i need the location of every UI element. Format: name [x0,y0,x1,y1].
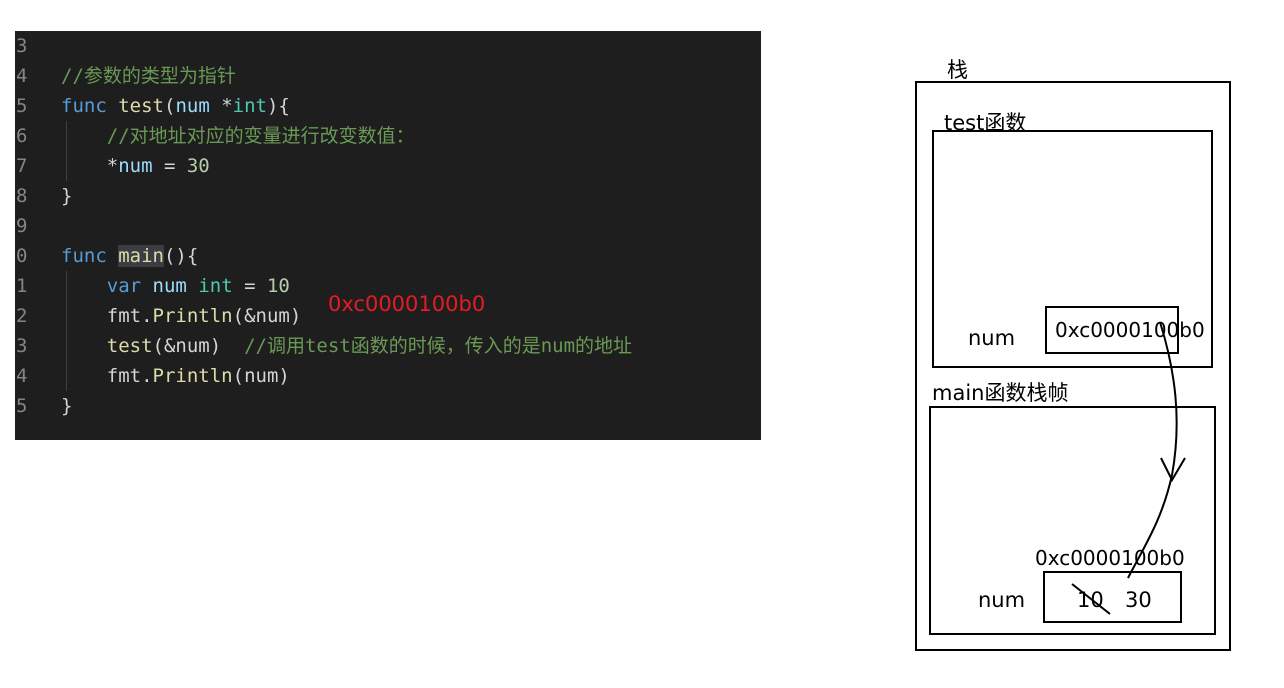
code-text: *num = 30 [61,151,210,181]
code-token: var [106,275,142,297]
line-number: 4 [16,365,28,387]
code-token: main [118,245,164,267]
code-token: } [61,395,73,417]
main-num-address: 0xc0000100b0 [1035,546,1185,570]
code-text: //对地址对应的变量进行改变数值： [61,121,415,151]
code-token: . [141,305,153,327]
code-token: //参数的类型为指针 [61,65,236,87]
code-token: num [175,335,210,357]
code-text: test(&num) //调用test函数的时候，传入的是num的地址 [61,331,632,361]
test-frame-label: test函数 [944,111,1027,135]
line-number: 2 [16,305,28,327]
code-token: func [61,245,107,267]
code-text: //参数的类型为指针 [61,61,236,91]
code-token: 10 [266,275,290,297]
code-token: * [61,155,119,177]
main-new-value: 30 [1125,588,1152,612]
code-text: } [61,181,72,211]
line-number: 7 [16,155,28,177]
code-token: test [118,95,164,117]
code-token: Println [152,305,233,327]
code-text: var num int = 10 [61,271,290,301]
code-token: num [244,365,279,387]
code-token: num [118,155,153,177]
code-token: //调用test函数的时候，传入的是num的地址 [244,335,633,357]
code-token: num [255,305,290,327]
code-text: func main(){ [61,241,198,271]
line-number: 8 [16,185,28,207]
code-token: ( [163,95,176,117]
code-token: fmt [106,305,142,327]
line-number: 5 [16,395,28,417]
code-token: (& [152,335,176,357]
line-number: 6 [16,125,28,147]
code-token: 30 [186,155,210,177]
code-token: ) [209,335,245,357]
code-text: func test(num *int){ [61,91,290,121]
code-token: * [209,95,233,117]
test-num-label: num [968,326,1016,350]
main-num-cell [1043,571,1182,623]
code-token: test [106,335,153,357]
code-token: func [61,95,107,117]
line-number: 0 [16,245,28,267]
main-num-label: num [978,588,1026,612]
line-number: 5 [16,95,28,117]
main-old-value: 10 [1077,588,1104,612]
code-text: } [61,391,72,421]
code-token: num [175,95,210,117]
code-token: ){ [266,95,290,117]
code-token: (){ [163,245,199,267]
code-token: = [232,275,267,297]
indent-guide [66,121,67,181]
code-text: fmt.Println(num) [61,361,290,391]
stack-box [915,81,1231,651]
main-frame-box [929,406,1216,635]
code-token: ) [289,305,302,327]
code-token: num [152,275,187,297]
code-text: fmt.Println(&num) [61,301,302,331]
address-annotation: 0xc0000100b0 [328,292,486,316]
code-token: ( [232,365,245,387]
line-number: 3 [16,35,28,57]
stack-label: 栈 [947,58,968,82]
test-frame-box [932,130,1213,368]
line-number: 9 [16,215,28,237]
main-frame-label: main函数栈帧 [932,381,1069,405]
code-token: int [198,275,233,297]
line-number: 3 [16,335,28,357]
code-token: (& [232,305,256,327]
code-token: Println [152,365,233,387]
indent-guide [66,271,67,391]
line-number: 1 [16,275,28,297]
code-token: ) [278,365,290,387]
code-token: int [232,95,267,117]
code-token: = [152,155,187,177]
test-num-cell [1045,306,1179,354]
test-num-value: 0xc0000100b0 [1055,318,1205,342]
code-token: //对地址对应的变量进行改变数值： [106,125,415,147]
code-token: fmt [106,365,142,387]
code-token: . [141,365,153,387]
code-token: } [61,185,73,207]
strike-out-line [1071,583,1111,615]
arrow-head [1160,457,1186,483]
line-number: 4 [16,65,28,87]
pointer-arrow [1127,321,1178,579]
